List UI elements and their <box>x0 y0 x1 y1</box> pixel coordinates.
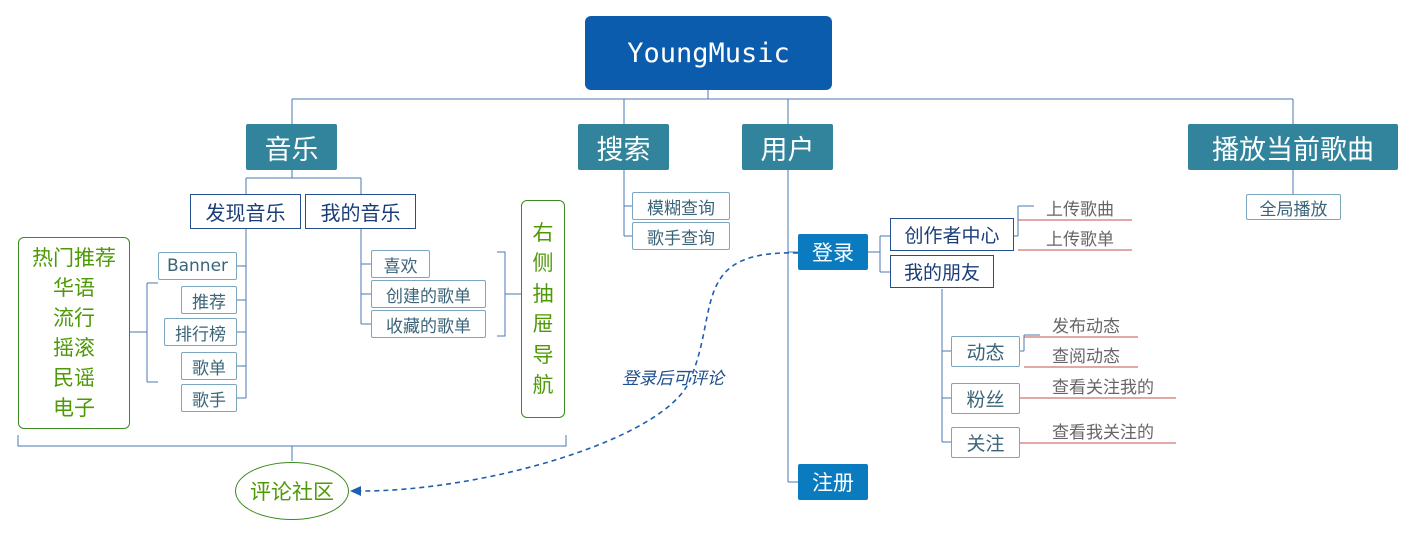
creator-item-upload-song: 上传歌曲 <box>1046 200 1114 220</box>
dynamic-item-publish: 发布动态 <box>1052 317 1120 337</box>
register-node: 注册 <box>798 464 868 500</box>
drawer-nav-node: 右 侧 抽 屉 导 航 <box>521 200 565 418</box>
search-item-singer: 歌手查询 <box>632 222 730 250</box>
hot-tag: 摇滚 <box>53 336 95 360</box>
mine-item-created: 创建的歌单 <box>371 280 486 308</box>
mine-item-like: 喜欢 <box>371 250 430 278</box>
mine-item-collected: 收藏的歌单 <box>371 310 486 338</box>
follow-item: 查看我关注的 <box>1052 423 1154 443</box>
comment-note: 登录后可评论 <box>622 369 724 389</box>
search-item-fuzzy: 模糊查询 <box>632 192 730 220</box>
discover-music-node: 发现音乐 <box>190 194 301 229</box>
hot-tag: 华语 <box>53 276 95 300</box>
root-node: YoungMusic <box>585 16 832 90</box>
drawer-char: 抽 <box>532 281 554 306</box>
discover-item-rank: 排行榜 <box>164 318 237 346</box>
hot-tag: 热门推荐 <box>32 246 116 270</box>
hot-tag: 流行 <box>53 306 95 330</box>
category-user: 用户 <box>742 124 833 170</box>
my-friends-node: 我的朋友 <box>890 255 994 288</box>
drawer-char: 右 <box>532 220 554 245</box>
category-play: 播放当前歌曲 <box>1188 124 1398 170</box>
discover-item-playlist: 歌单 <box>181 352 237 380</box>
global-play-node: 全局播放 <box>1246 194 1341 220</box>
drawer-char: 导 <box>532 342 554 367</box>
discover-item-singer: 歌手 <box>181 384 237 412</box>
discover-item-banner: Banner <box>158 252 237 280</box>
hot-tags-list: 热门推荐 华语 流行 摇滚 民谣 电子 <box>18 237 130 429</box>
category-music: 音乐 <box>246 124 337 170</box>
drawer-char: 侧 <box>532 251 554 275</box>
dynamic-node: 动态 <box>951 336 1020 367</box>
fans-node: 粉丝 <box>951 383 1020 414</box>
category-search: 搜索 <box>578 124 669 170</box>
fans-item: 查看关注我的 <box>1052 378 1154 398</box>
creator-center-node: 创作者中心 <box>890 218 1014 251</box>
hot-tag: 民谣 <box>53 366 95 390</box>
hot-tag: 电子 <box>53 396 95 420</box>
comment-community-node: 评论社区 <box>235 462 349 520</box>
login-node: 登录 <box>798 234 868 270</box>
discover-item-recommend: 推荐 <box>181 286 237 314</box>
dynamic-item-view: 查阅动态 <box>1052 347 1120 367</box>
follow-node: 关注 <box>951 427 1020 458</box>
my-music-node: 我的音乐 <box>305 194 416 229</box>
drawer-char: 航 <box>532 373 554 397</box>
creator-item-upload-playlist: 上传歌单 <box>1046 230 1114 250</box>
drawer-char: 屉 <box>532 312 554 336</box>
